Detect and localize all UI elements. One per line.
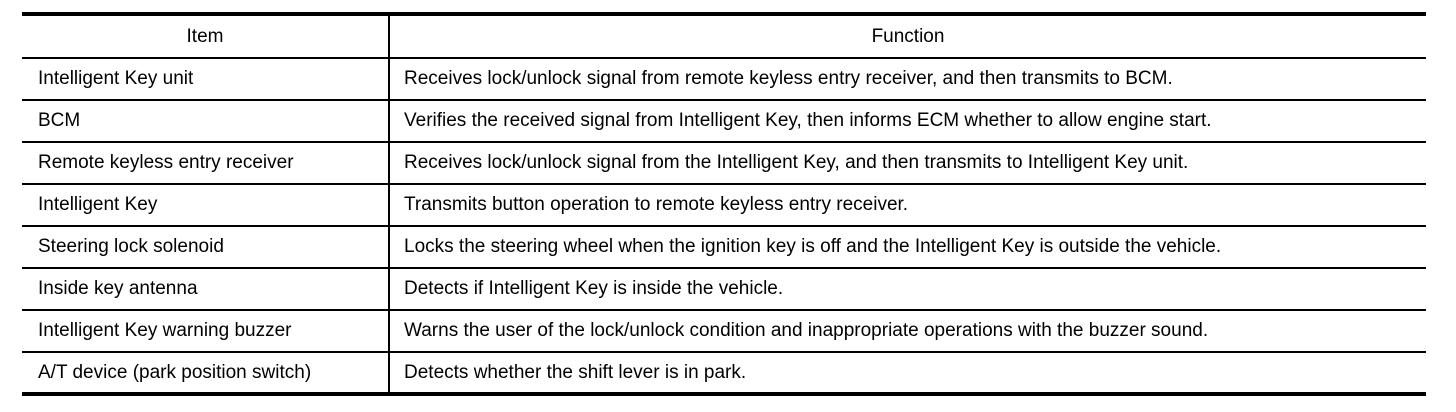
table-cell-item: Intelligent Key unit	[22, 58, 390, 101]
function-label: Verifies the received signal from Intell…	[404, 110, 1212, 132]
table-cell-item: A/T device (park position switch)	[22, 352, 390, 394]
table-cell-function: Detects if Intelligent Key is inside the…	[389, 268, 1426, 311]
table-cell-item: Intelligent Key	[22, 184, 390, 227]
table-row: Inside key antenna Detects if Intelligen…	[22, 268, 1426, 311]
function-label: Receives lock/unlock signal from remote …	[404, 68, 1173, 90]
table-row: A/T device (park position switch) Detect…	[22, 352, 1426, 394]
item-label: Intelligent Key	[38, 194, 158, 216]
table-cell-item: Intelligent Key warning buzzer	[22, 310, 390, 353]
table-body: Intelligent Key unit Receives lock/unloc…	[22, 58, 1426, 394]
table-row: Remote keyless entry receiver Receives l…	[22, 142, 1426, 185]
table-cell-item: Remote keyless entry receiver	[22, 142, 390, 185]
item-label: BCM	[38, 110, 81, 132]
header-row: Item Function	[22, 14, 1426, 59]
spec-table-container: Item Function Intelligent Key unit Recei…	[22, 12, 1426, 396]
table-row: BCM Verifies the received signal from In…	[22, 100, 1426, 143]
table-header: Item Function	[22, 14, 1426, 59]
table-cell-function: Detects whether the shift lever is in pa…	[389, 352, 1426, 394]
table-cell-function: Locks the steering wheel when the igniti…	[389, 226, 1426, 269]
table-row: Steering lock solenoid Locks the steerin…	[22, 226, 1426, 269]
function-label: Detects whether the shift lever is in pa…	[404, 361, 747, 383]
item-label: Intelligent Key warning buzzer	[38, 320, 292, 342]
item-label: A/T device (park position switch)	[38, 361, 312, 383]
item-label: Inside key antenna	[38, 278, 198, 300]
table-cell-item: Inside key antenna	[22, 268, 390, 311]
table-cell-item: Steering lock solenoid	[22, 226, 390, 269]
table-cell-item: BCM	[22, 100, 390, 143]
column-header-item: Item	[22, 14, 390, 59]
item-label: Steering lock solenoid	[38, 236, 224, 258]
function-label: Transmits button operation to remote key…	[404, 194, 909, 216]
function-label: Receives lock/unlock signal from the Int…	[404, 152, 1189, 174]
item-function-table: Item Function Intelligent Key unit Recei…	[22, 12, 1426, 396]
table-cell-function: Verifies the received signal from Intell…	[389, 100, 1426, 143]
column-header-function-label: Function	[871, 25, 945, 47]
table-cell-function: Receives lock/unlock signal from the Int…	[389, 142, 1426, 185]
function-label: Detects if Intelligent Key is inside the…	[404, 278, 784, 300]
item-label: Remote keyless entry receiver	[38, 152, 294, 174]
function-label: Locks the steering wheel when the igniti…	[404, 236, 1222, 258]
function-label: Warns the user of the lock/unlock condit…	[404, 320, 1209, 342]
column-header-item-label: Item	[186, 25, 224, 47]
table-cell-function: Warns the user of the lock/unlock condit…	[389, 310, 1426, 353]
table-row: Intelligent Key unit Receives lock/unloc…	[22, 58, 1426, 101]
table-row: Intelligent Key Transmits button operati…	[22, 184, 1426, 227]
item-label: Intelligent Key unit	[38, 68, 194, 90]
table-cell-function: Receives lock/unlock signal from remote …	[389, 58, 1426, 101]
table-row: Intelligent Key warning buzzer Warns the…	[22, 310, 1426, 353]
column-header-function: Function	[389, 14, 1426, 59]
table-cell-function: Transmits button operation to remote key…	[389, 184, 1426, 227]
